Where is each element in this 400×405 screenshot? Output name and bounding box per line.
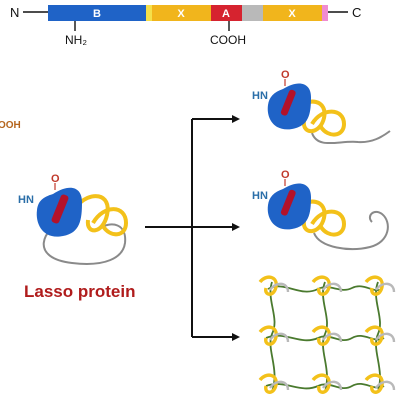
network-node-3 xyxy=(364,275,396,296)
middle-amide-o: O xyxy=(281,169,290,181)
c-terminus-label: C xyxy=(352,5,361,20)
network-node-5 xyxy=(311,325,343,346)
network-node-1 xyxy=(258,275,290,296)
middle-amide-hn: HN xyxy=(252,190,268,202)
left-cutoff-label: OOH xyxy=(0,120,21,131)
network-strand-center xyxy=(322,281,328,393)
segment-a-label: A xyxy=(222,8,230,20)
network-strand-bottom xyxy=(265,382,385,390)
top-amide-hn: HN xyxy=(252,90,268,102)
branch-arrows xyxy=(145,115,240,341)
segment-tail xyxy=(322,5,328,21)
middle-tail xyxy=(313,210,389,250)
lasso-title: Lasso protein xyxy=(24,282,135,301)
arrow-bottom-head xyxy=(232,333,240,341)
sequence-bar: N B X A X C NH₂ COOH xyxy=(10,5,361,47)
lasso-core-segment xyxy=(51,194,69,224)
amine-label: NH₂ xyxy=(65,33,87,47)
network-strand-right xyxy=(375,281,381,393)
lasso-amide-o: O xyxy=(51,173,60,185)
network-strand-left xyxy=(269,281,276,393)
segment-x2-label: X xyxy=(288,8,296,20)
network-strand-mid xyxy=(265,334,385,342)
network-strand-top xyxy=(267,285,383,293)
network-node-9 xyxy=(364,373,396,394)
n-terminus-label: N xyxy=(10,5,19,20)
lasso-loop xyxy=(42,216,127,265)
top-amide-o: O xyxy=(281,69,290,81)
middle-core-segment xyxy=(280,189,296,216)
top-helix-2 xyxy=(310,109,347,137)
lasso-protein: O HN Lasso protein xyxy=(18,173,135,301)
arrow-middle-head xyxy=(232,223,240,231)
arrow-top-head xyxy=(232,115,240,123)
carboxyl-label: COOH xyxy=(210,33,246,47)
network-node-2 xyxy=(311,275,343,296)
segment-b-label: B xyxy=(93,8,101,20)
segment-x1-label: X xyxy=(177,8,185,20)
top-tail xyxy=(311,130,391,145)
segment-x2 xyxy=(263,5,322,21)
output-middle: O HN xyxy=(252,169,389,250)
lasso-helix-1 xyxy=(74,194,110,233)
network-node-7 xyxy=(258,373,290,394)
lasso-amide-hn: HN xyxy=(18,194,34,206)
network-node-4 xyxy=(258,325,290,346)
network-node-6 xyxy=(364,325,396,346)
output-network xyxy=(258,275,396,394)
segment-linker-1 xyxy=(146,5,152,21)
output-top: O HN xyxy=(252,69,391,145)
segment-linker-2 xyxy=(242,5,263,21)
segment-a xyxy=(211,5,242,21)
segment-x1 xyxy=(152,5,211,21)
segment-b xyxy=(48,5,146,21)
network-node-8 xyxy=(311,373,343,394)
middle-helix-2 xyxy=(310,209,347,237)
top-core-segment xyxy=(280,89,296,116)
lasso-helix-2 xyxy=(91,207,129,237)
